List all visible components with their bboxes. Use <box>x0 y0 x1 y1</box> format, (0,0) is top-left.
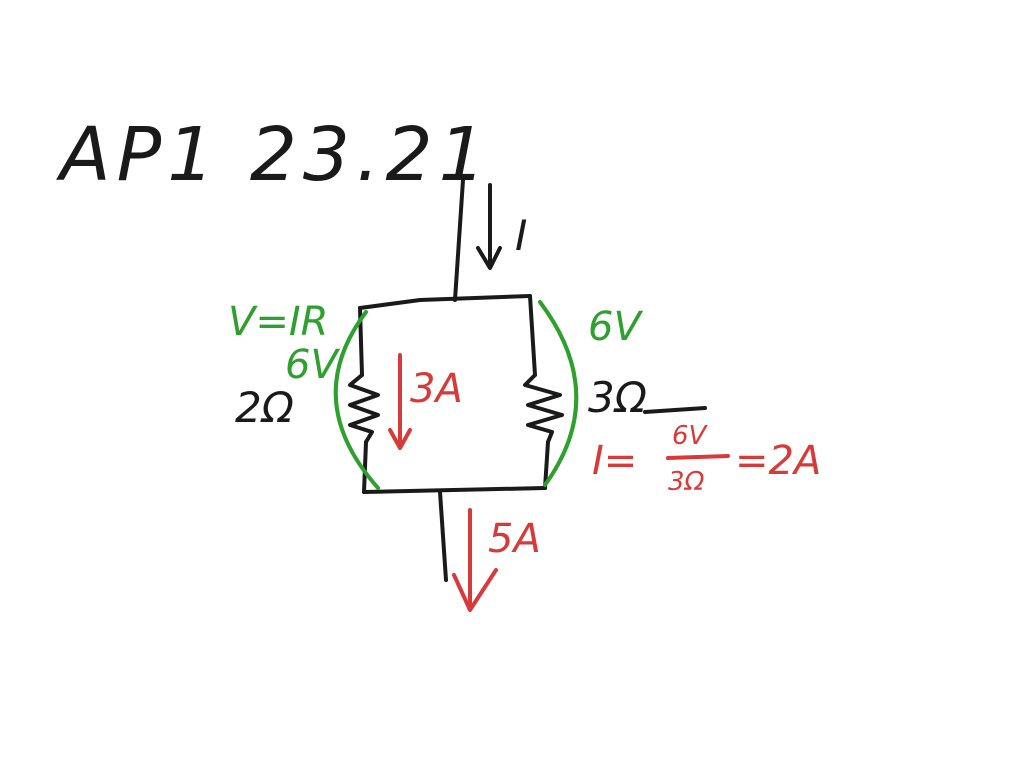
calc-denominator: 3Ω <box>668 467 705 497</box>
output-current-label: 5A <box>488 516 541 562</box>
calc-numerator: 6V <box>672 421 709 451</box>
page-title: AP1 23.21 <box>56 112 492 198</box>
current-in-arrow <box>476 183 502 270</box>
left-voltage-arc <box>333 310 380 490</box>
right-branch-wire-bottom <box>543 440 550 490</box>
current-in-label: I <box>515 211 527 260</box>
left-voltage-label: 6V <box>285 342 340 388</box>
calc-lhs: I= <box>592 438 637 484</box>
calc-fraction-bar <box>666 454 730 460</box>
input-wire <box>453 178 465 302</box>
left-branch-wire-bottom <box>362 440 368 494</box>
right-voltage-label: 6V <box>588 304 643 350</box>
right-resistance-label: 3Ω <box>588 373 647 422</box>
ohms-law-label: V=IR <box>228 299 328 345</box>
left-resistor <box>348 373 380 444</box>
right-voltage-arc <box>538 300 579 487</box>
left-current-arrow <box>388 353 412 450</box>
right-resistance-underline <box>643 406 707 414</box>
calc-rhs: =2A <box>735 438 821 484</box>
output-current-arrow <box>452 508 498 612</box>
left-current-label: 3A <box>410 366 463 412</box>
left-resistance-label: 2Ω <box>235 383 294 432</box>
bottom-wire <box>362 486 547 494</box>
top-wire <box>358 294 532 310</box>
right-resistor <box>523 373 564 444</box>
output-wire <box>438 490 448 582</box>
right-branch-wire-top <box>528 294 537 377</box>
